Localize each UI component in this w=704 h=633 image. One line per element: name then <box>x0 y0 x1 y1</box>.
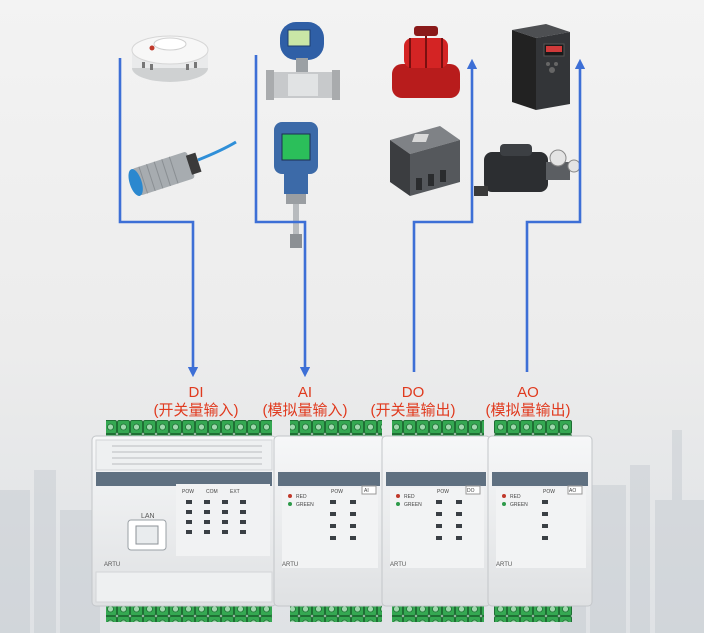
ao-ind-green: GREEN <box>510 502 528 508</box>
proximity-sensor-image <box>128 140 237 196</box>
ao-badge: AO <box>569 488 576 494</box>
flow-meter-image <box>266 22 340 100</box>
main-module: ARTU LAN POW COM EXT <box>91 420 277 622</box>
ao-ind-red: RED <box>510 494 521 500</box>
lan-label: LAN <box>141 513 155 520</box>
smoke-detector-image <box>131 35 209 82</box>
ai-code: AI <box>297 384 313 401</box>
led-ext: EXT <box>230 489 240 495</box>
ai-led-pow: POW <box>331 489 343 495</box>
do-ind-green: GREEN <box>404 502 422 508</box>
ai-brand: ARTU <box>282 562 298 568</box>
do-code: DO <box>401 384 425 401</box>
ai-desc: (模拟量输入) <box>262 402 348 419</box>
di-line <box>118 58 199 378</box>
di-code: DI <box>188 384 204 401</box>
circuit-breaker-image <box>390 126 460 196</box>
led-pow: POW <box>182 489 194 495</box>
do-ind-red: RED <box>404 494 415 500</box>
pressure-transmitter-image <box>274 122 318 248</box>
ai-badge: AI <box>364 488 369 494</box>
ao-line <box>525 58 586 372</box>
ao-code: AO <box>517 384 539 401</box>
do-led-pow: POW <box>437 489 449 495</box>
ao-led-pow: POW <box>543 489 555 495</box>
do-label: DO (开关量输出) <box>363 384 463 420</box>
do-badge: DO <box>467 488 475 494</box>
inverter-image <box>512 24 570 110</box>
ai-ind-red: RED <box>296 494 307 500</box>
main-brand: ARTU <box>104 562 120 568</box>
led-com: COM <box>206 489 218 495</box>
ao-brand: ARTU <box>496 562 512 568</box>
alarm-light-image <box>392 26 460 98</box>
ao-module: RED GREEN POW AO ARTU <box>487 420 593 622</box>
ai-ind-green: GREEN <box>296 502 314 508</box>
do-desc: (开关量输出) <box>370 402 456 419</box>
do-line <box>412 58 478 372</box>
do-module: RED GREEN POW DO ARTU <box>381 420 491 622</box>
di-label: DI (开关量输入) <box>146 384 246 420</box>
ao-desc: (模拟量输出) <box>485 402 571 419</box>
ai-module: RED GREEN POW AI ARTU <box>273 420 385 622</box>
do-brand: ARTU <box>390 562 406 568</box>
valve-positioner-image <box>474 144 581 196</box>
di-desc: (开关量输入) <box>153 402 239 419</box>
ai-label: AI (模拟量输入) <box>255 384 355 420</box>
ao-label: AO (模拟量输出) <box>478 384 578 420</box>
ai-line <box>254 55 311 378</box>
